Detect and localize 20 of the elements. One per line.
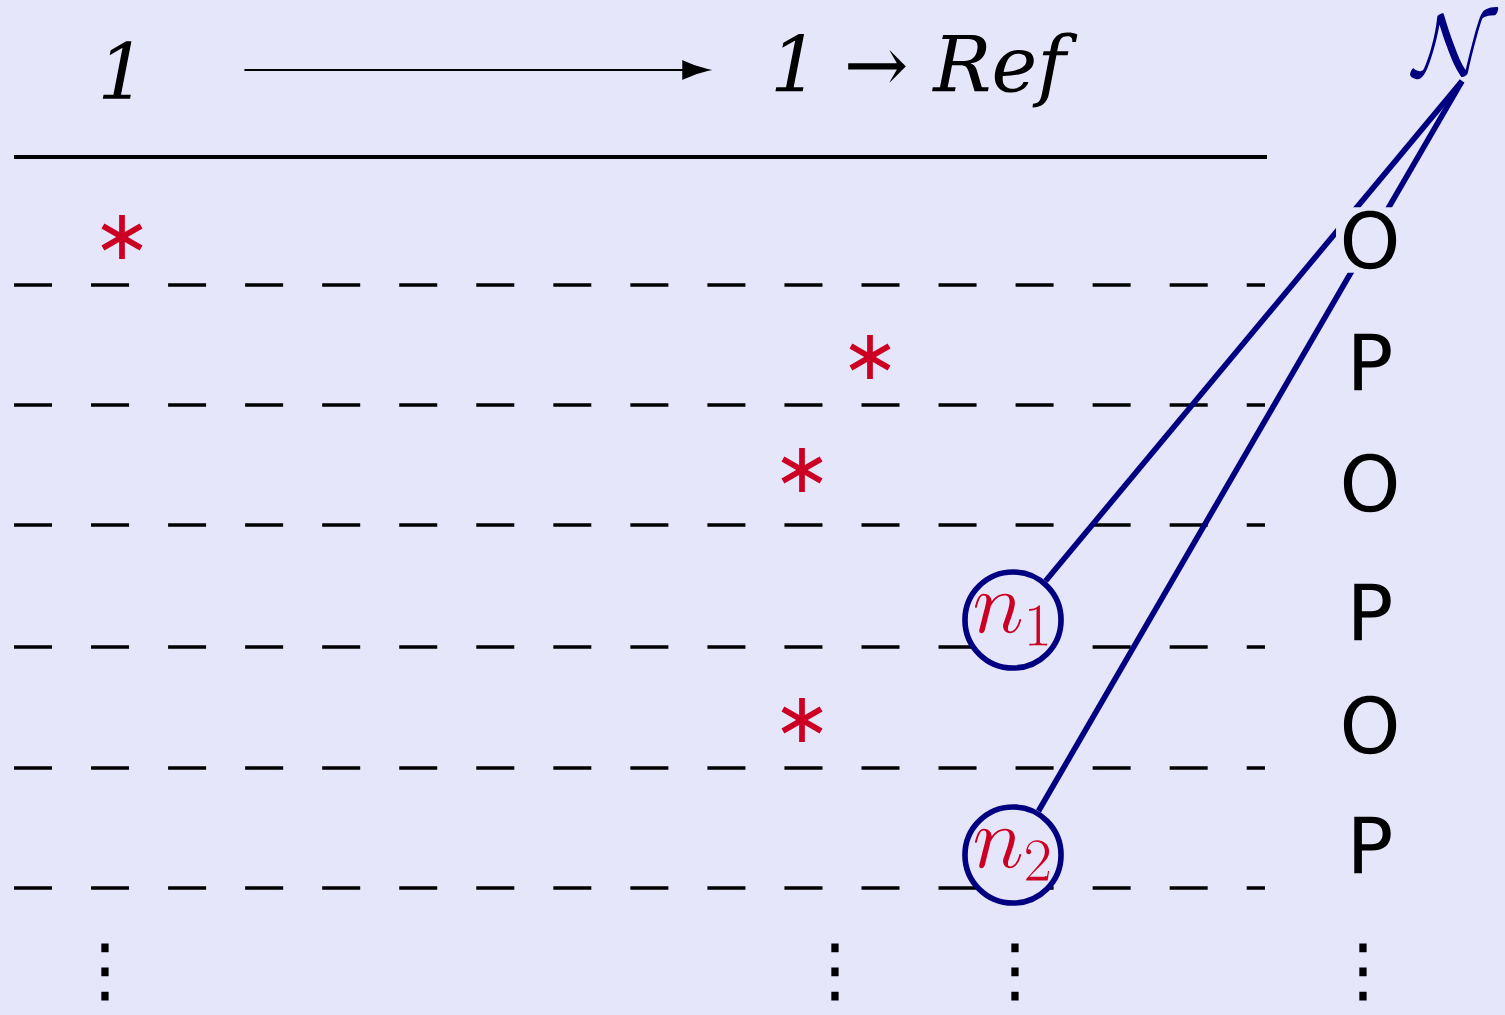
asterisk: ∗	[849, 335, 891, 380]
row-letter: P	[1343, 330, 1397, 394]
asterisk: ∗	[781, 698, 823, 743]
row-letter: P	[1343, 813, 1397, 877]
asterisk: ∗	[781, 448, 823, 493]
line	[1036, 79, 1465, 813]
row-letter: O	[1336, 207, 1404, 273]
circle-node: $n_1$	[962, 569, 1064, 671]
symbol: $\mathcal{N}$	[1410, 7, 1499, 80]
vertical-ellipsis: ⋮	[101, 943, 109, 1001]
asterisk: ∗	[101, 215, 143, 260]
row-letter: P	[1343, 580, 1397, 644]
row-letter: O	[1336, 450, 1404, 516]
vertical-ellipsis: ⋮	[1359, 943, 1367, 1001]
arrow	[244, 60, 709, 80]
vertical-ellipsis: ⋮	[831, 943, 839, 1001]
circle-node: $n_2$	[962, 804, 1064, 906]
row-letter: O	[1336, 692, 1404, 758]
expression: 1 → Ref	[775, 32, 1078, 108]
expression: 1	[102, 41, 132, 99]
